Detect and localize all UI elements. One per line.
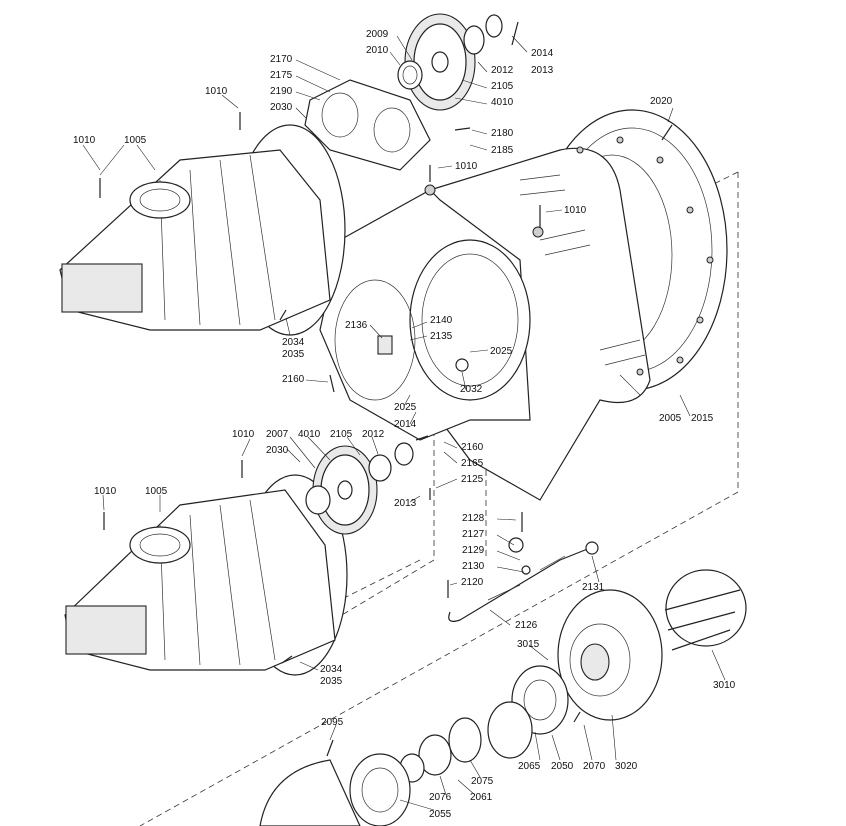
callout-2180: 2180 — [491, 128, 514, 139]
hose-2126 — [448, 537, 599, 622]
callout-2140: 2140 — [430, 315, 453, 326]
callout-2170: 2170 — [270, 54, 293, 65]
callout-2050: 2050 — [551, 761, 574, 772]
callout-4010: 4010 — [491, 97, 514, 108]
callout-labels: 2009 2014 2010 2012 2013 2170 2105 2175 … — [73, 29, 736, 820]
gear-lower-4010 — [305, 442, 414, 535]
callout-2009: 2009 — [366, 29, 389, 40]
callout-2136: 2136 — [345, 320, 368, 331]
callout-2131: 2131 — [582, 582, 605, 593]
airend-upper-1005 — [59, 124, 346, 336]
callout-2014: 2014 — [531, 48, 554, 59]
callout-2120: 2120 — [461, 577, 484, 588]
callout-2007: 2007 — [266, 429, 289, 440]
gear-upper-4010 — [304, 13, 503, 171]
callout-2035: 2035 — [282, 349, 305, 360]
callout-1010: 1010 — [205, 86, 228, 97]
callout-1010: 1010 — [232, 429, 255, 440]
callout-1010: 1010 — [564, 205, 587, 216]
callout-2175: 2175 — [270, 70, 293, 81]
callout-2014: 2014 — [394, 419, 417, 430]
callout-2010: 2010 — [366, 45, 389, 56]
callout-2105: 2105 — [491, 81, 514, 92]
callout-2128: 2128 — [462, 513, 485, 524]
callout-1005: 1005 — [124, 135, 147, 146]
callout-2076: 2076 — [429, 792, 452, 803]
callout-2013: 2013 — [394, 498, 417, 509]
callout-2035: 2035 — [320, 676, 343, 687]
callout-2125: 2125 — [461, 474, 484, 485]
callout-2055: 2055 — [429, 809, 452, 820]
callout-1010: 1010 — [94, 486, 117, 497]
airend-lower-1005 — [64, 474, 348, 676]
callout-1010: 1010 — [73, 135, 96, 146]
coupling-3020 — [259, 569, 747, 826]
callout-2095: 2095 — [321, 717, 344, 728]
callout-2127: 2127 — [462, 529, 485, 540]
callout-2013: 2013 — [531, 65, 554, 76]
callout-2135: 2135 — [430, 331, 453, 342]
callout-2032: 2032 — [460, 384, 483, 395]
callout-2025: 2025 — [394, 402, 417, 413]
callout-2130: 2130 — [462, 561, 485, 572]
callout-2105: 2105 — [330, 429, 353, 440]
callout-2126: 2126 — [515, 620, 538, 631]
callout-2030: 2030 — [266, 445, 289, 456]
callout-2034: 2034 — [320, 664, 343, 675]
callout-1005: 1005 — [145, 486, 168, 497]
callout-2015: 2015 — [691, 413, 714, 424]
callout-2165: 2165 — [461, 458, 484, 469]
callout-4010: 4010 — [298, 429, 321, 440]
callout-1010: 1010 — [455, 161, 478, 172]
callout-2070: 2070 — [583, 761, 606, 772]
callout-2012: 2012 — [362, 429, 385, 440]
callout-2020: 2020 — [650, 96, 673, 107]
callout-3015: 3015 — [517, 639, 540, 650]
callout-2034: 2034 — [282, 337, 305, 348]
callout-2030: 2030 — [270, 102, 293, 113]
gear-housing — [319, 184, 544, 441]
callout-2160: 2160 — [282, 374, 305, 385]
callout-2185: 2185 — [491, 145, 514, 156]
callout-2075: 2075 — [471, 776, 494, 787]
callout-2061: 2061 — [470, 792, 493, 803]
callout-3020: 3020 — [615, 761, 638, 772]
callout-2025: 2025 — [490, 346, 513, 357]
callout-2012: 2012 — [491, 65, 514, 76]
callout-3010: 3010 — [713, 680, 736, 691]
callout-2160: 2160 — [461, 442, 484, 453]
fasteners — [99, 21, 673, 757]
callout-2005: 2005 — [659, 413, 682, 424]
leader-lines — [82, 35, 726, 811]
callout-2190: 2190 — [270, 86, 293, 97]
callout-2129: 2129 — [462, 545, 485, 556]
callout-2065: 2065 — [518, 761, 541, 772]
